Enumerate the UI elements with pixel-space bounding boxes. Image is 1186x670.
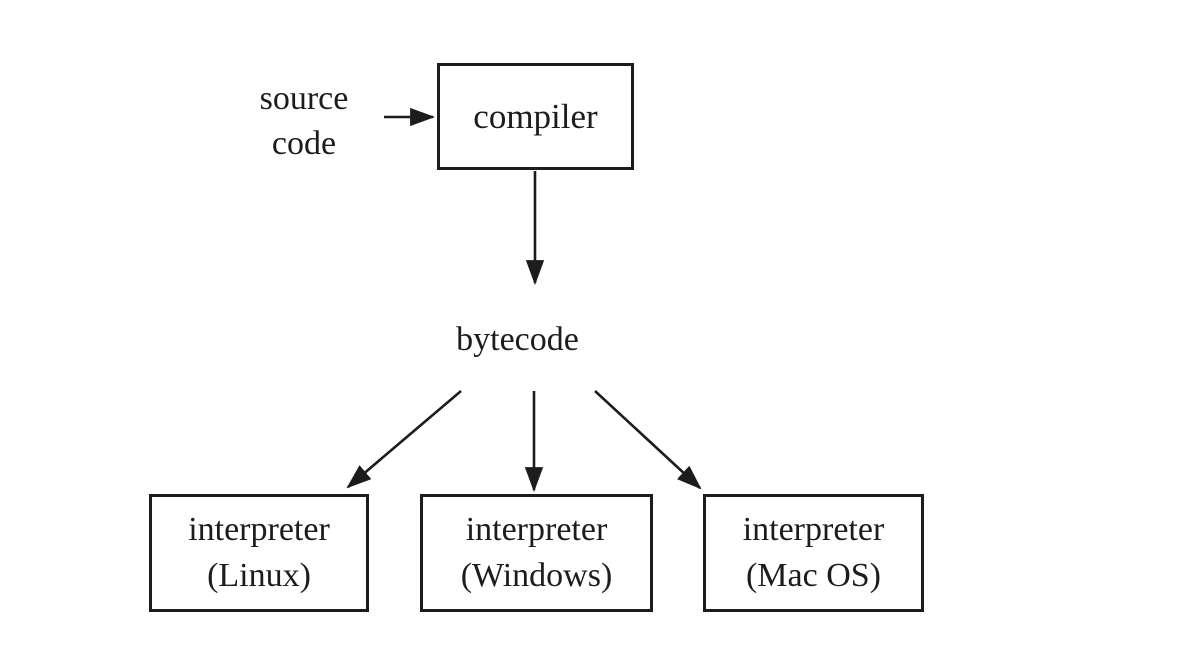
bytecode-label: bytecode <box>456 321 579 358</box>
arrow-bytecode-to-linux <box>346 390 462 489</box>
arrow-bytecode-to-macos <box>594 390 702 490</box>
compiler-label: compiler <box>473 96 598 136</box>
interpreter-windows-platform: (Windows) <box>460 557 613 594</box>
compiler-node: compiler <box>437 63 634 170</box>
interpreter-macos-platform: (Mac OS) <box>745 557 882 594</box>
source-code-label: source code <box>259 80 349 162</box>
interpreter-linux-title: interpreter <box>188 511 330 548</box>
interpreter-windows-node: interpreter (Windows) <box>420 494 653 612</box>
interpreter-macos-node: interpreter (Mac OS) <box>703 494 924 612</box>
interpreter-windows-title: interpreter <box>465 511 608 548</box>
interpreter-linux-platform: (Linux) <box>207 557 311 594</box>
interpreter-macos-title: interpreter <box>742 511 885 548</box>
interpreter-linux-node: interpreter (Linux) <box>149 494 369 612</box>
